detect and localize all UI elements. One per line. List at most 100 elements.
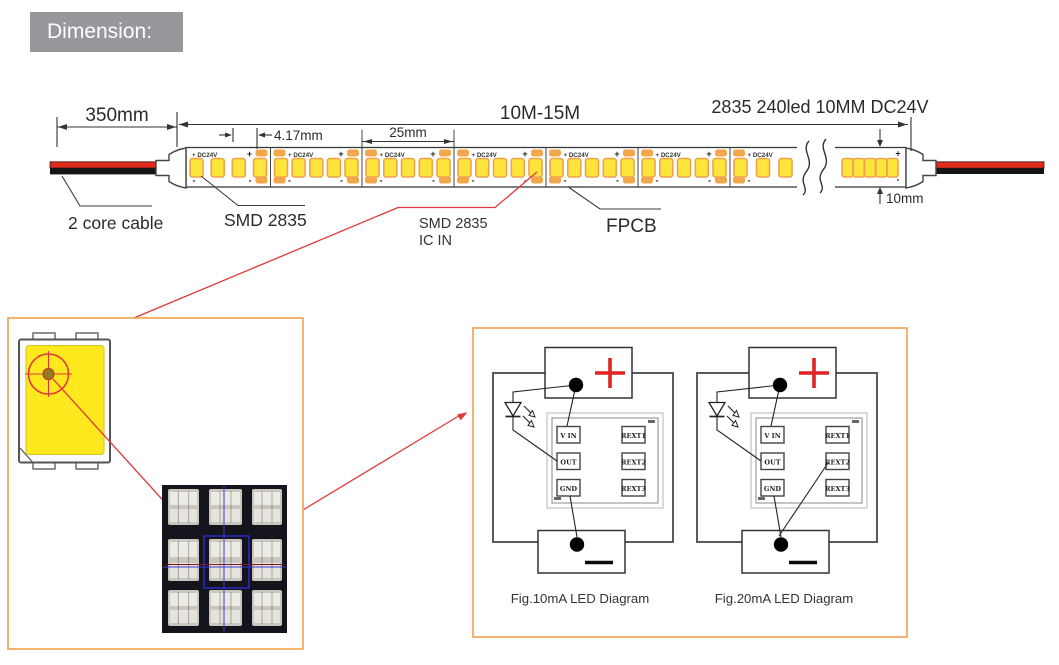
solder-pad	[273, 149, 286, 157]
terminal-dot	[773, 537, 789, 552]
callout-smd-ic-1: SMD 2835	[419, 216, 488, 232]
minus-mark: -	[472, 176, 475, 186]
dc24v-marking: + DC24V	[472, 152, 498, 159]
dimension-annotations: 350mm 10M-15M 2835 240led 10MM DC24V 4.1…	[56, 97, 929, 206]
page-title: Dimension:	[30, 12, 183, 52]
break-squiggle	[819, 138, 828, 194]
chip-pad	[621, 425, 646, 444]
solder-pad	[347, 176, 359, 184]
pad-label: V IN	[559, 432, 576, 440]
dc24v-marking: + DC24V	[564, 152, 590, 159]
solder-pad	[439, 176, 451, 184]
pad-label: REXT3	[825, 485, 850, 493]
plus-mark: +	[430, 149, 435, 159]
minus-mark: -	[748, 176, 751, 186]
dim-strip-length: 10M-15M	[500, 103, 580, 124]
callout-smd-ic-2: IC IN	[419, 233, 452, 249]
plus-mark: +	[522, 149, 527, 159]
pad-label: REXT2	[621, 458, 646, 466]
figure-caption-10ma: Fig.10mA LED Diagram	[511, 591, 650, 606]
led-chip	[326, 157, 342, 178]
solder-pad	[457, 149, 469, 157]
cable-left	[49, 161, 159, 175]
chip-pad	[760, 425, 785, 444]
solder-pad	[531, 176, 543, 184]
led-chip	[658, 157, 674, 178]
minus-mark: -	[432, 176, 435, 186]
minus-mark: -	[564, 176, 567, 186]
led-chip	[841, 157, 854, 178]
led-die-photo	[162, 485, 287, 633]
led-chip	[418, 157, 434, 178]
solder-pad	[623, 149, 635, 157]
minus-mark: -	[340, 176, 343, 186]
led-chip	[712, 157, 727, 178]
minus-mark: -	[380, 176, 383, 186]
led-chip	[733, 157, 748, 178]
chip-pad	[556, 478, 581, 497]
rext2-to-minus-wire	[778, 462, 829, 537]
minus-mark: -	[524, 176, 527, 186]
pad-label: OUT	[560, 458, 576, 466]
led-chip	[566, 157, 582, 178]
chip-pad	[760, 452, 785, 471]
chip-pad	[825, 478, 850, 497]
led-chip	[291, 157, 306, 178]
dim-strip-width: 10mm	[886, 191, 924, 206]
solder-pad	[715, 176, 727, 184]
solder-pad	[715, 149, 727, 157]
product-title: 2835 240led 10MM DC24V	[711, 97, 928, 117]
led-chip	[620, 157, 635, 178]
break-squiggle	[802, 140, 811, 196]
minus-mark: -	[249, 176, 252, 186]
chip-corner-mark	[852, 420, 859, 423]
pad-label: GND	[764, 485, 781, 493]
chip-corner-mark	[758, 497, 765, 500]
led-chip	[549, 157, 564, 178]
led-symbol	[707, 401, 727, 418]
plus-mark: +	[895, 149, 900, 159]
chip-corner-mark	[648, 420, 655, 423]
plus-mark: +	[614, 149, 619, 159]
plus-mark: +	[338, 149, 343, 159]
strip-endcap-left	[155, 147, 187, 189]
callout-fpcb: FPCB	[606, 216, 657, 237]
led-symbol	[503, 401, 523, 418]
led-chip	[676, 157, 692, 178]
solder-pad	[531, 149, 543, 157]
crosshair-marker	[25, 351, 72, 397]
pad-label: REXT2	[825, 458, 850, 466]
led-chip	[852, 157, 866, 178]
plus-mark: +	[247, 149, 252, 159]
smd-detail-box	[7, 317, 304, 650]
dc24v-marking: + DC24V	[192, 152, 218, 159]
chip-pad	[760, 478, 785, 497]
led-chip	[778, 157, 793, 178]
chip-pad	[825, 425, 850, 444]
minus-mark: -	[897, 175, 900, 185]
pad-label: REXT3	[621, 485, 646, 493]
dim-350mm: 350mm	[85, 105, 148, 126]
callout-cable: 2 core cable	[68, 213, 163, 233]
solder-pad	[347, 149, 359, 157]
minus-mark: -	[616, 176, 619, 186]
led-chip	[641, 157, 656, 178]
led-chip	[584, 157, 600, 178]
led-chip	[863, 157, 877, 178]
led-chip	[510, 157, 526, 178]
chip-pad	[556, 425, 581, 444]
led-chip	[528, 157, 543, 178]
terminal-dot	[772, 377, 788, 393]
led-chip	[602, 157, 618, 178]
solder-pad	[365, 149, 377, 157]
led-strip: + + DC24V - - + + DC24V - - + + DC24V - - + + DC24V - -…	[155, 129, 937, 196]
red-leaders: SMD 2835 IC IN	[107, 171, 538, 520]
dc24v-marking: + DC24V	[288, 152, 314, 159]
terminal-dot	[569, 537, 585, 552]
callout-smd: SMD 2835	[224, 210, 307, 230]
